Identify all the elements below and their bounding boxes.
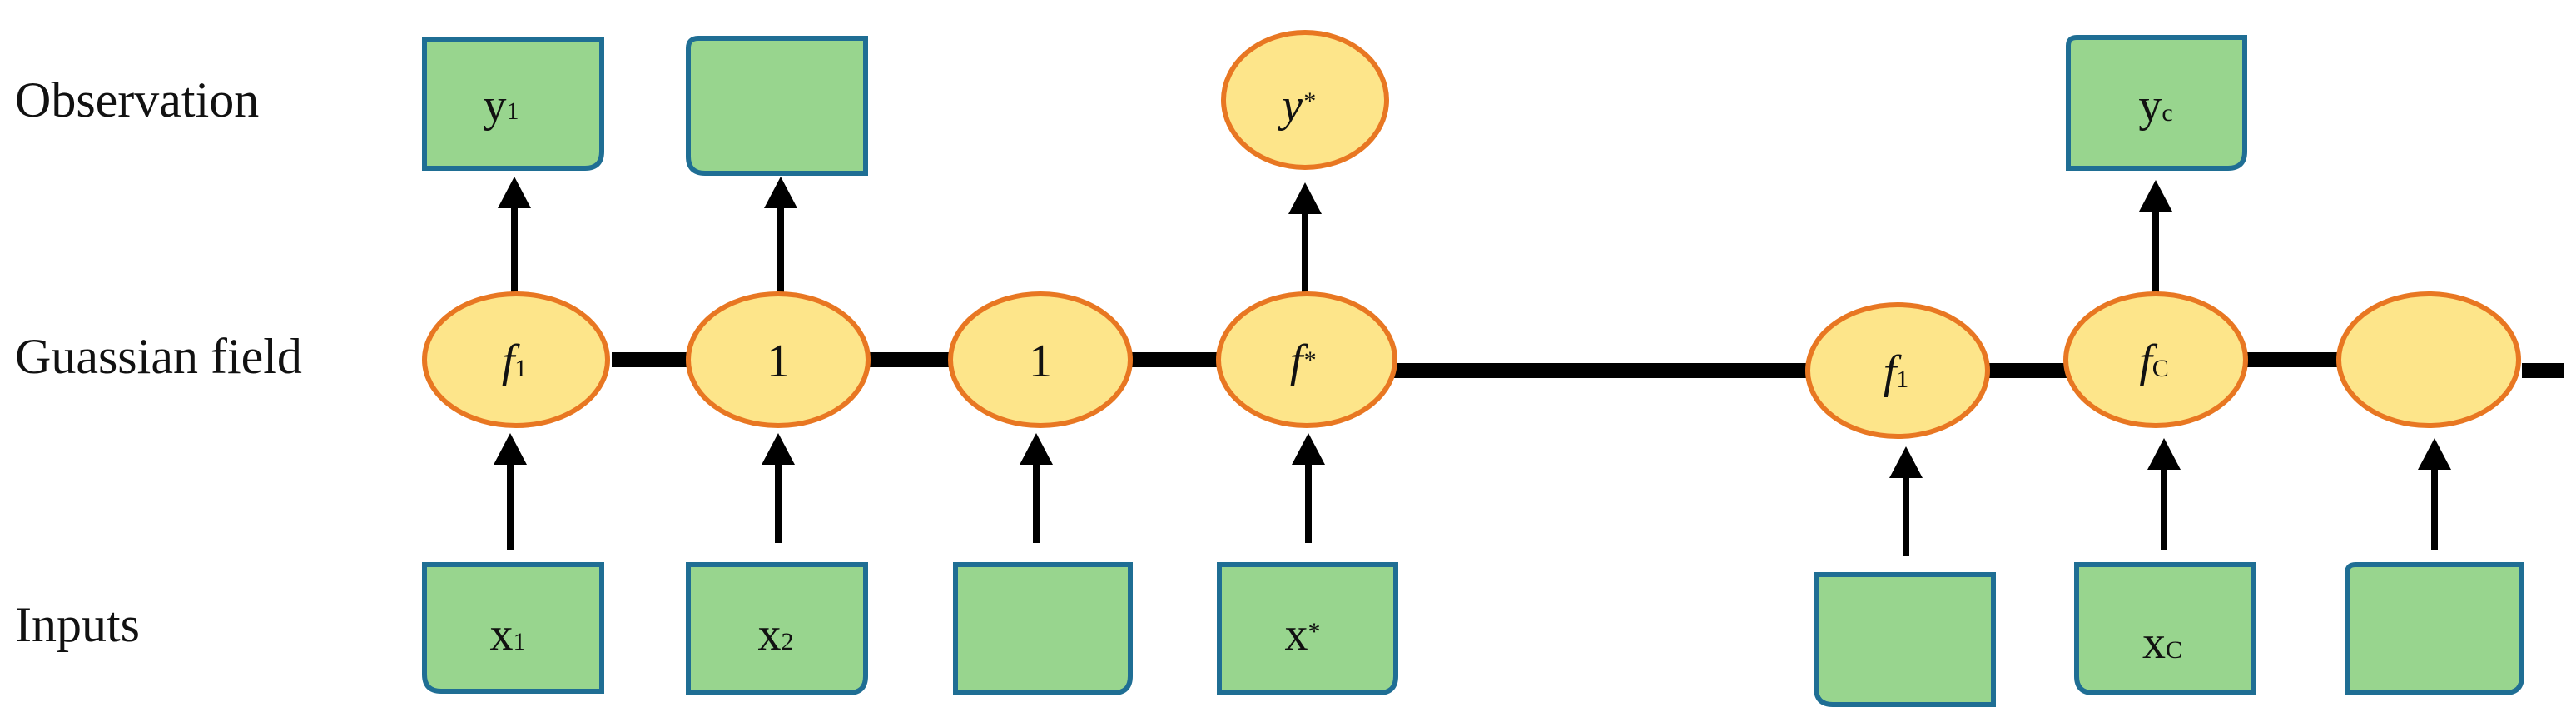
field-node-3: 1: [948, 291, 1133, 428]
row-label-inputs: Inputs: [15, 597, 140, 652]
input-box-c: xC: [2074, 562, 2256, 695]
row-label-field: Guassian field: [15, 329, 302, 384]
field-node-label-3: 1: [1029, 336, 1052, 387]
input-box-3: [953, 562, 1133, 695]
field-node-2: 1: [686, 291, 871, 428]
field-node-star: f*: [1216, 291, 1397, 428]
field-node-1: f1: [422, 291, 610, 428]
input-box-1: x1: [422, 562, 604, 694]
arrow-head-field-1: [494, 433, 527, 465]
arrow-head-obs-c: [2139, 180, 2172, 212]
field-node-label-2: 1: [767, 336, 790, 387]
input-label-1: x1: [490, 609, 526, 660]
input-label-c: xC: [2142, 617, 2182, 669]
inputs-row: x1 x2 x* xC: [422, 562, 2524, 707]
input-label-star: x*: [1285, 609, 1321, 660]
arrow-head-field-c: [2147, 438, 2181, 470]
input-box-5: [1814, 572, 1996, 707]
input-box-7: [2345, 562, 2524, 695]
observation-label-1: y1: [484, 80, 519, 132]
row-label-observation: Observation: [15, 72, 259, 127]
observation-box-c: yc: [2066, 35, 2247, 171]
field-row: f1 1 1 f* f1 fC: [422, 291, 2521, 439]
observation-box-2: [686, 36, 868, 176]
observation-ellipse-star: y*: [1221, 30, 1389, 170]
field-chain: [612, 352, 2564, 378]
arrow-head-obs-star: [1288, 182, 1322, 214]
observation-label-c: yc: [2138, 80, 2172, 132]
input-box-star: x*: [1217, 562, 1398, 695]
input-label-2: x2: [758, 609, 794, 660]
field-node-7: [2336, 291, 2521, 428]
arrow-head-field-2: [762, 433, 795, 465]
observation-label-star: y*: [1278, 80, 1315, 132]
arrow-head-field-7: [2418, 438, 2451, 470]
field-node-5: f1: [1805, 302, 1990, 439]
arrows-field-to-observation: [498, 177, 2172, 296]
field-node-c: fC: [2063, 291, 2248, 428]
arrow-head-field-5: [1889, 446, 1923, 478]
arrows-input-to-field: [494, 433, 2451, 556]
arrow-head-obs-2: [764, 177, 797, 208]
arrow-head-field-3: [1020, 433, 1053, 465]
observation-row: y1 y* yc: [422, 30, 2247, 176]
observation-box-1: y1: [422, 37, 604, 171]
arrow-head-field-star: [1292, 433, 1325, 465]
input-box-2: x2: [686, 562, 868, 695]
arrow-head-obs-1: [498, 177, 531, 208]
